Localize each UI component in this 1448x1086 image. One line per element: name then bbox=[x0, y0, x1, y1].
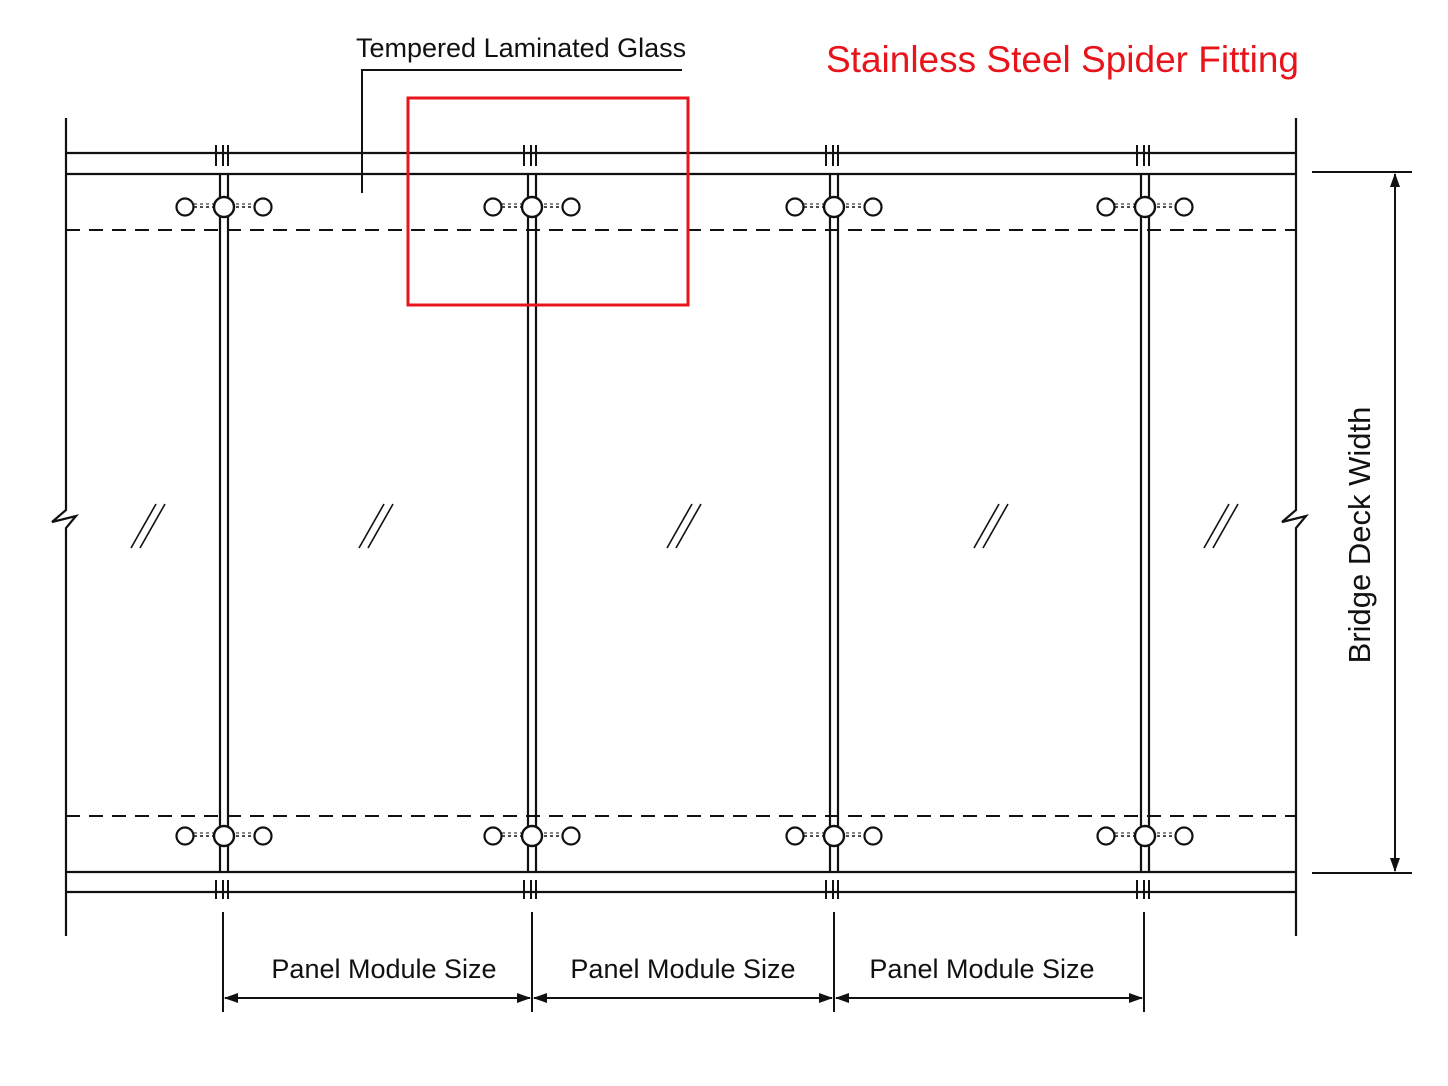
spider-hub bbox=[1133, 195, 1157, 219]
spider-hub bbox=[212, 195, 236, 219]
hatch-stroke bbox=[675, 503, 702, 549]
glass-hatch-3 bbox=[666, 503, 702, 549]
spider-fitting bbox=[1096, 195, 1194, 219]
glass-label: Tempered Laminated Glass bbox=[356, 33, 686, 63]
dashed-support-lines bbox=[66, 229, 1296, 817]
spider-fitting-label: Stainless Steel Spider Fitting bbox=[826, 39, 1299, 80]
glass-leader bbox=[361, 69, 682, 193]
spider-fitting bbox=[1096, 824, 1194, 848]
hatch-stroke bbox=[666, 503, 693, 549]
panel-joints bbox=[175, 145, 1194, 899]
glass-hatch-5 bbox=[1203, 503, 1239, 549]
spider-fitting bbox=[175, 824, 273, 848]
panel-joint-4 bbox=[1096, 145, 1194, 899]
spider-hub bbox=[822, 195, 846, 219]
deck-width-label: Bridge Deck Width bbox=[1342, 407, 1377, 664]
hatch-stroke bbox=[367, 503, 394, 549]
spider-hub bbox=[212, 824, 236, 848]
glass-hatch-marks bbox=[130, 503, 1239, 549]
spider-hub bbox=[1133, 824, 1157, 848]
module-size-label-1: Panel Module Size bbox=[271, 954, 496, 984]
glass-hatch-1 bbox=[130, 503, 166, 549]
bridge-structure bbox=[51, 118, 1310, 936]
panel-joint-3 bbox=[785, 145, 883, 899]
hatch-stroke bbox=[1212, 503, 1239, 549]
spider-fitting bbox=[483, 824, 581, 848]
module-size-label-2: Panel Module Size bbox=[570, 954, 795, 984]
spider-hub bbox=[520, 195, 544, 219]
spider-hub bbox=[520, 824, 544, 848]
right-break-line bbox=[1281, 118, 1310, 936]
spider-bolt-left bbox=[483, 197, 503, 217]
spider-bolt-right bbox=[253, 197, 273, 217]
spider-bolt-right bbox=[561, 826, 581, 846]
glass-hatch-2 bbox=[358, 503, 394, 549]
spider-bolt-left bbox=[785, 826, 805, 846]
hatch-stroke bbox=[973, 503, 1000, 549]
spider-bolt-left bbox=[175, 197, 195, 217]
module-size-label-3: Panel Module Size bbox=[869, 954, 1094, 984]
spider-fitting bbox=[483, 195, 581, 219]
spider-fitting bbox=[785, 824, 883, 848]
hatch-stroke bbox=[1203, 503, 1230, 549]
deck-width-dimension bbox=[1312, 171, 1412, 874]
spider-fitting-highlight-box bbox=[406, 96, 690, 307]
spider-bolt-left bbox=[175, 826, 195, 846]
spider-bolt-right bbox=[863, 826, 883, 846]
left-break-line bbox=[51, 118, 80, 936]
hatch-stroke bbox=[358, 503, 385, 549]
hatch-stroke bbox=[130, 503, 157, 549]
hatch-stroke bbox=[982, 503, 1009, 549]
panel-joint-2 bbox=[483, 145, 581, 899]
glass-hatch-4 bbox=[973, 503, 1009, 549]
spider-fitting bbox=[175, 195, 273, 219]
panel-joint-1 bbox=[175, 145, 273, 899]
hatch-stroke bbox=[139, 503, 166, 549]
spider-bolt-left bbox=[1096, 826, 1116, 846]
spider-hub bbox=[822, 824, 846, 848]
spider-bolt-left bbox=[785, 197, 805, 217]
glass-leader-line bbox=[361, 69, 682, 193]
spider-bolt-right bbox=[863, 197, 883, 217]
spider-bolt-right bbox=[561, 197, 581, 217]
spider-bolt-left bbox=[483, 826, 503, 846]
spider-bolt-left bbox=[1096, 197, 1116, 217]
spider-bolt-right bbox=[1174, 826, 1194, 846]
spider-fitting bbox=[785, 195, 883, 219]
spider-bolt-right bbox=[1174, 197, 1194, 217]
spider-bolt-right bbox=[253, 826, 273, 846]
module-dimensions bbox=[222, 912, 1145, 1012]
